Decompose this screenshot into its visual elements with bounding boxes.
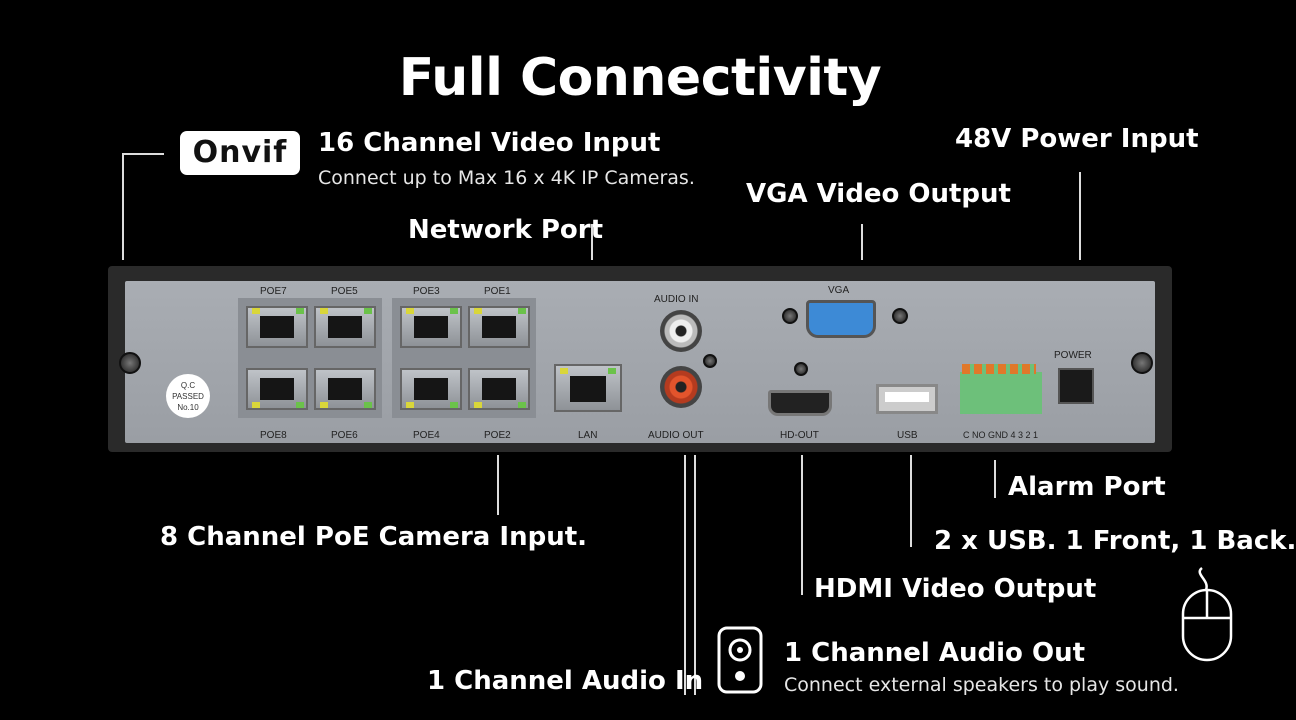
poe-input-label: 8 Channel PoE Camera Input. bbox=[160, 522, 588, 552]
audio-out-line bbox=[694, 455, 696, 695]
hdmi-port-label: HD-OUT bbox=[780, 430, 819, 441]
vga-screw bbox=[892, 308, 908, 324]
vga-output-line bbox=[861, 224, 863, 260]
vga-port bbox=[806, 300, 876, 338]
usb-port bbox=[876, 384, 938, 414]
poe-label: POE5 bbox=[331, 286, 358, 297]
qc-line: No.10 bbox=[177, 403, 199, 412]
port-led bbox=[320, 308, 328, 314]
qc-line: Q.C bbox=[180, 381, 196, 390]
audio-out-port-label: AUDIO OUT bbox=[648, 430, 704, 441]
power-input-label: 48V Power Input bbox=[955, 124, 1199, 154]
power-jack bbox=[1058, 368, 1094, 404]
alarm-port-callout: Alarm Port bbox=[1008, 472, 1166, 502]
port-led bbox=[608, 368, 616, 374]
vga-screw bbox=[782, 308, 798, 324]
vga-port-label: VGA bbox=[828, 285, 850, 296]
alarm-port-label: C NO GND 4 3 2 1 bbox=[963, 430, 1039, 440]
port-led bbox=[474, 402, 482, 408]
ground-screw bbox=[703, 354, 717, 368]
port-led bbox=[518, 308, 526, 314]
port-led bbox=[364, 402, 372, 408]
alarm-terminal-screws bbox=[962, 364, 1036, 374]
network-port-label: Network Port bbox=[408, 215, 604, 245]
speaker-icon bbox=[717, 626, 763, 694]
power-port-label: POWER bbox=[1054, 350, 1092, 361]
video-input-sub: Connect up to Max 16 x 4K IP Cameras. bbox=[318, 167, 695, 189]
video-input-line-h bbox=[122, 153, 164, 155]
network-port-line bbox=[591, 224, 593, 260]
audio-in-label: 1 Channel Audio In bbox=[427, 666, 704, 696]
poe-label: POE8 bbox=[260, 430, 287, 441]
screw-right bbox=[1131, 352, 1153, 374]
usb-line bbox=[910, 455, 912, 547]
screw-left bbox=[119, 352, 141, 374]
audio-out-jack bbox=[660, 366, 702, 408]
poe-label: POE4 bbox=[413, 430, 440, 441]
audio-in-port-label: AUDIO IN bbox=[654, 294, 699, 305]
port-led bbox=[406, 308, 414, 314]
hdmi-output-label: HDMI Video Output bbox=[814, 574, 1097, 604]
mouse-icon bbox=[1180, 566, 1234, 662]
port-led bbox=[296, 308, 304, 314]
audio-in-line bbox=[684, 455, 686, 695]
port-led bbox=[518, 402, 526, 408]
audio-out-label: 1 Channel Audio Out bbox=[784, 638, 1086, 668]
audio-out-sub: Connect external speakers to play sound. bbox=[784, 674, 1179, 696]
alarm-line bbox=[994, 460, 996, 498]
poe-label: POE2 bbox=[484, 430, 511, 441]
power-input-line bbox=[1079, 172, 1081, 260]
page-title: Full Connectivity bbox=[398, 48, 882, 108]
port-led bbox=[296, 402, 304, 408]
vga-output-label: VGA Video Output bbox=[746, 179, 1011, 209]
poe-label: POE6 bbox=[331, 430, 358, 441]
poe-label: POE3 bbox=[413, 286, 440, 297]
poe-label: POE1 bbox=[484, 286, 511, 297]
usb-port-label: USB bbox=[897, 430, 918, 441]
onvif-logo: Onvif bbox=[180, 131, 300, 175]
video-input-label: 16 Channel Video Input bbox=[318, 128, 661, 158]
port-led bbox=[364, 308, 372, 314]
port-led bbox=[252, 402, 260, 408]
port-led bbox=[474, 308, 482, 314]
poe-label: POE7 bbox=[260, 286, 287, 297]
hdmi-line bbox=[801, 455, 803, 595]
alarm-terminal bbox=[960, 372, 1042, 414]
port-led bbox=[450, 402, 458, 408]
qc-line: PASSED bbox=[172, 392, 204, 401]
port-led bbox=[406, 402, 414, 408]
ground-screw bbox=[794, 362, 808, 376]
hdmi-port bbox=[768, 390, 832, 416]
port-led bbox=[560, 368, 568, 374]
poe-line bbox=[497, 455, 499, 515]
port-led bbox=[252, 308, 260, 314]
usb-label: 2 x USB. 1 Front, 1 Back. bbox=[934, 526, 1296, 556]
video-input-line-v bbox=[122, 153, 124, 260]
port-led bbox=[450, 308, 458, 314]
audio-in-jack bbox=[660, 310, 702, 352]
lan-label: LAN bbox=[578, 430, 598, 441]
port-led bbox=[320, 402, 328, 408]
qc-sticker: Q.C PASSED No.10 bbox=[166, 374, 210, 418]
